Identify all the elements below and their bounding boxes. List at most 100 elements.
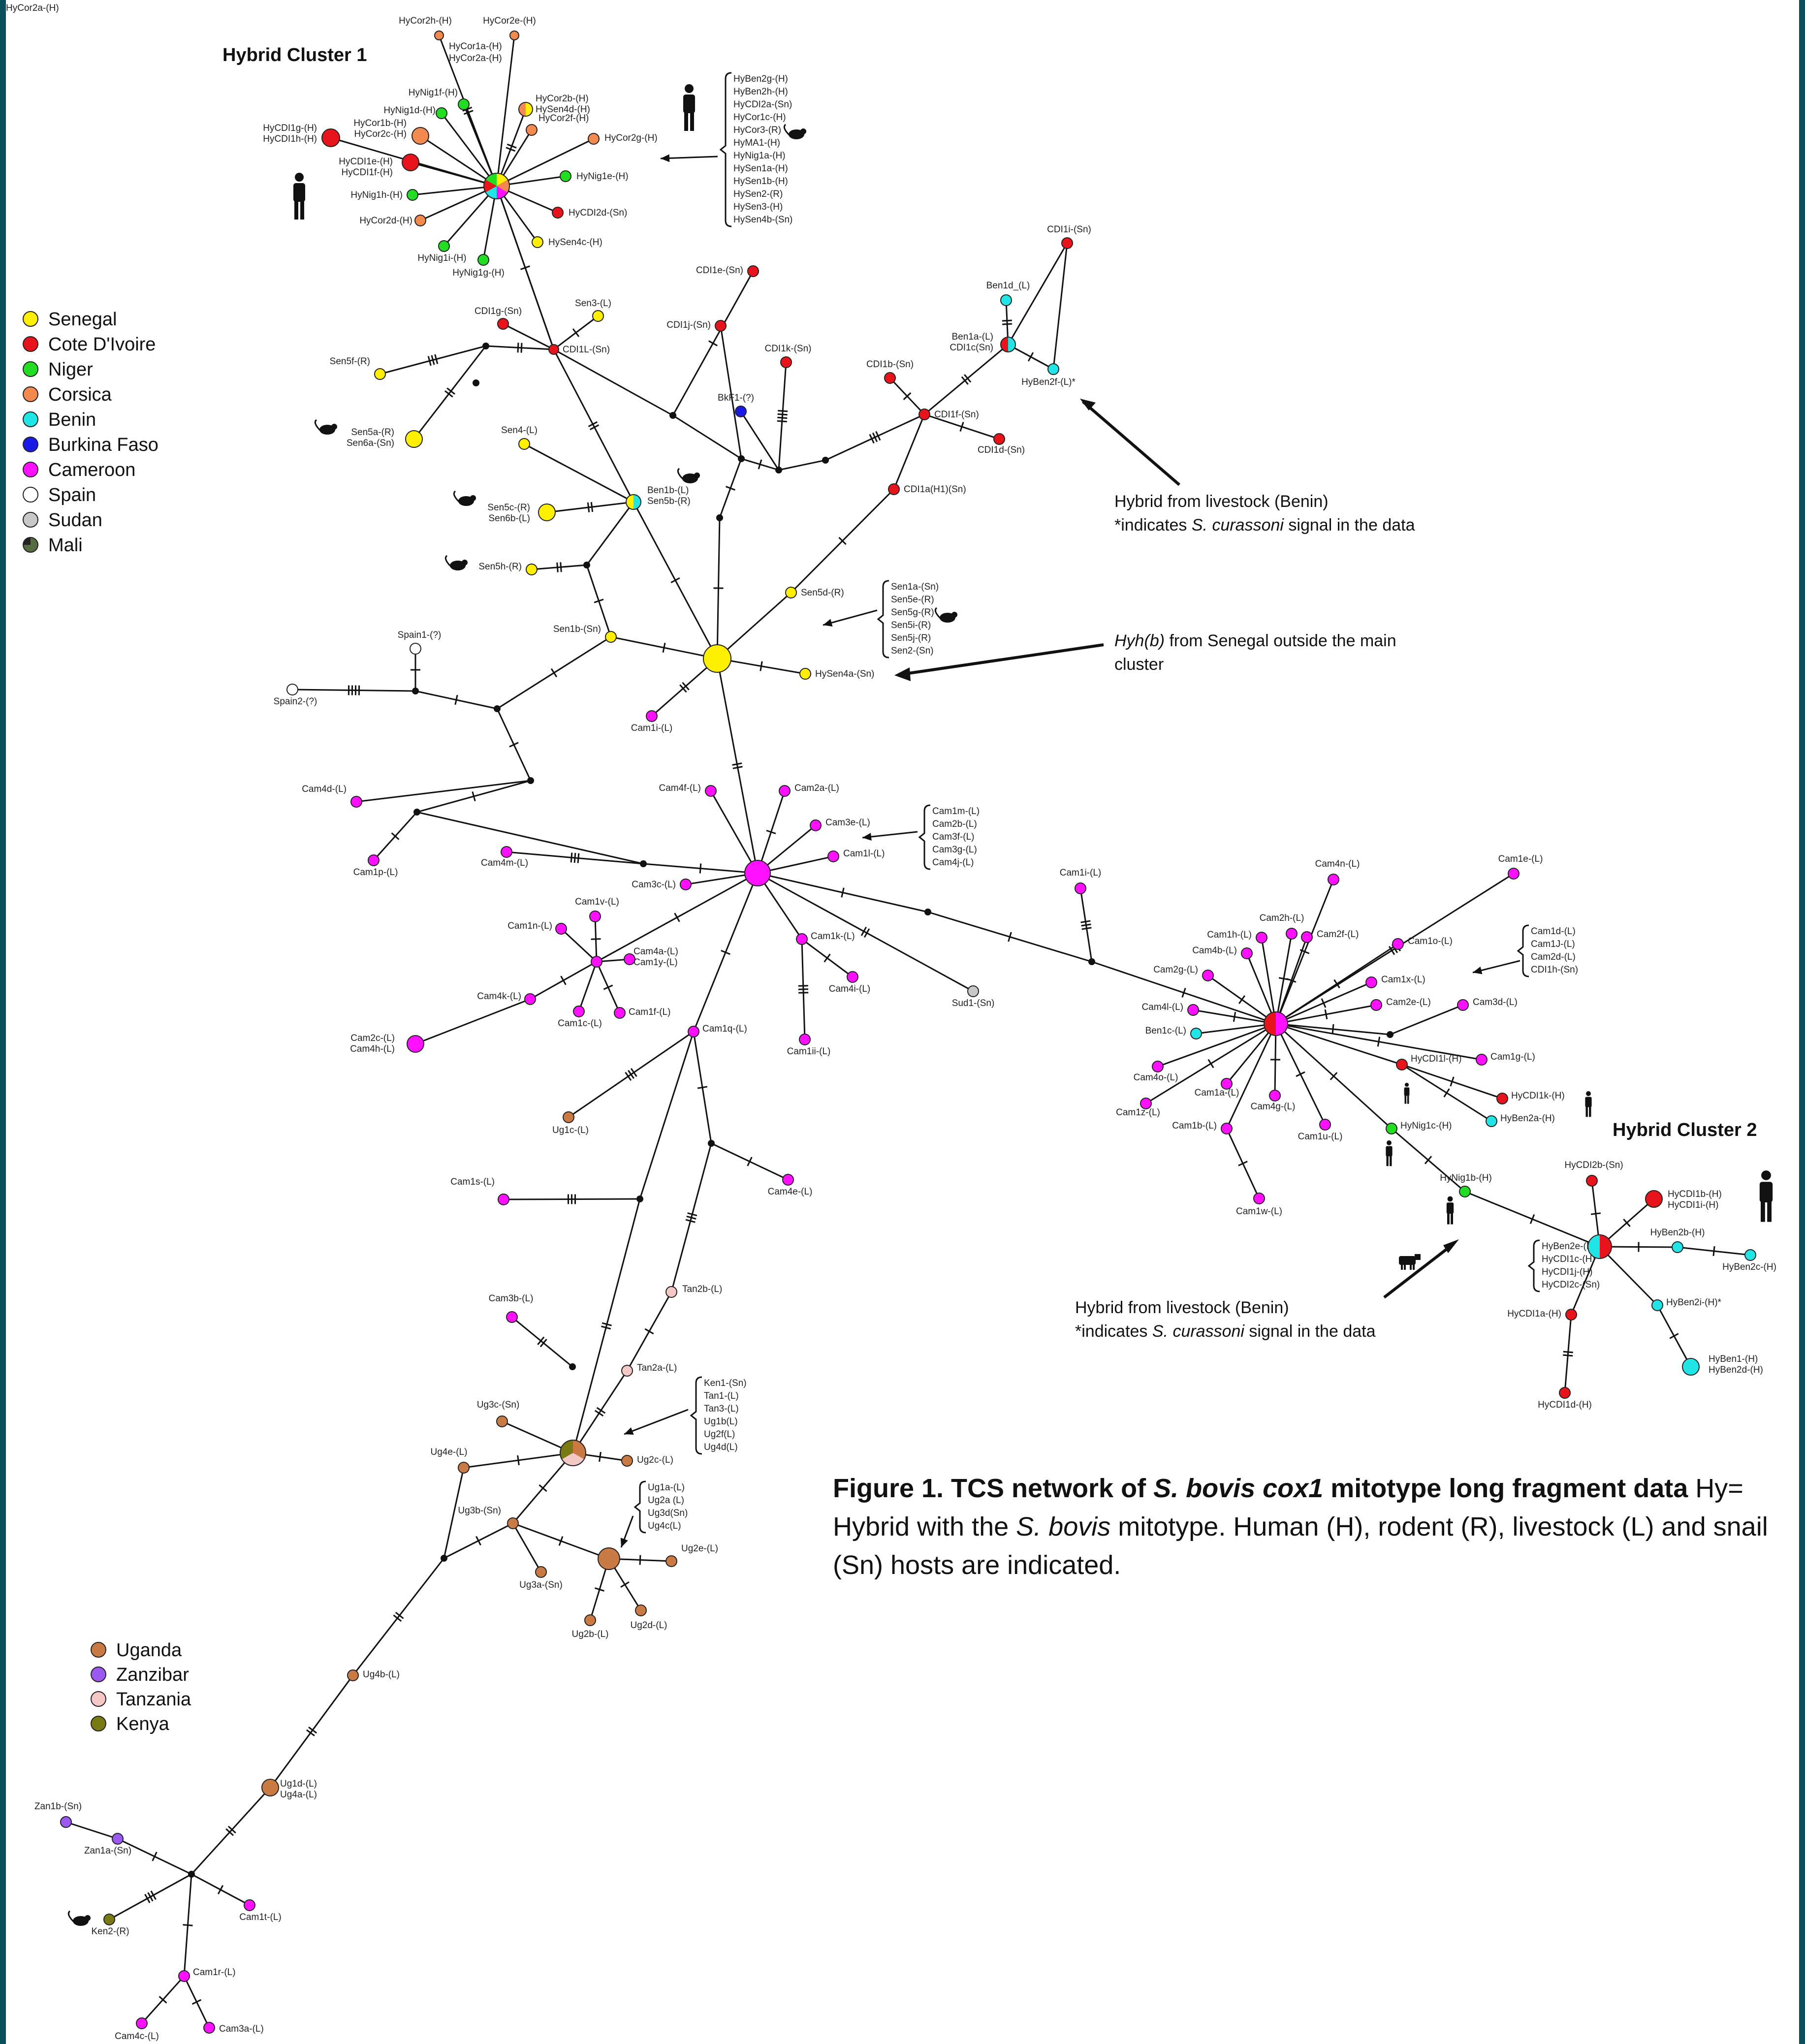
node-label: HyNig1g-(H) <box>452 268 505 278</box>
node-label: Cam1u-(L) <box>1298 1132 1343 1142</box>
mutation-tick <box>732 762 742 766</box>
network-edge <box>1226 1023 1277 1084</box>
haplotype-node <box>1508 868 1520 880</box>
network-edge <box>352 1558 445 1676</box>
haplotype-node <box>526 124 538 136</box>
haplotype-node <box>410 643 421 655</box>
bracket-item-label: Cam3g-(L) <box>932 845 977 855</box>
node-label: Cam1i-(L) <box>631 723 672 733</box>
mutation-tick <box>875 431 881 441</box>
node-label: HyCor1a-(H) <box>449 41 502 52</box>
mutation-tick <box>509 742 519 748</box>
node-label: HySen4c-(H) <box>548 237 602 248</box>
node-label: CDI1c(Sn) <box>950 343 993 353</box>
hybrid-cluster-2-heading: Hybrid Cluster 2 <box>1613 1120 1757 1140</box>
node-label: HyCor2a-(H) <box>449 53 502 63</box>
haplotype-node <box>509 31 519 40</box>
node-label: Cam4h-(L) <box>350 1044 395 1054</box>
node-label: HyBen2d-(H) <box>1709 1365 1763 1375</box>
network-edge <box>1196 1023 1276 1035</box>
mutation-tick <box>599 1451 602 1462</box>
node-label: HyBen1-(H) <box>1709 1354 1758 1364</box>
haplotype-node <box>605 631 617 643</box>
network-edge <box>1007 243 1068 345</box>
node-label: Cam4l-(L) <box>1142 1002 1183 1012</box>
haplotype-node <box>1486 1115 1497 1127</box>
mutation-tick <box>1563 1354 1573 1357</box>
bracket-item-label: Sen5g-(R) <box>891 607 934 618</box>
node-label: Cam4i-(L) <box>829 984 870 994</box>
node-label: Ben1a-(L) <box>952 332 994 342</box>
node-label: HyCDI1e-(H) <box>339 157 393 167</box>
network-edge <box>639 1031 695 1199</box>
rodent-host-icon <box>67 1910 91 1926</box>
node-label: Cam1s-(L) <box>450 1177 495 1187</box>
rodent-host-icon <box>677 468 700 483</box>
mutation-tick <box>760 661 763 671</box>
median-vector-node <box>822 457 829 464</box>
node-label: HyBen2a-(H) <box>1500 1113 1555 1124</box>
haplotype-node <box>1672 1241 1683 1253</box>
node-label: Cam3a-(L) <box>219 2024 264 2034</box>
mutation-tick <box>1080 920 1091 923</box>
node-label: HyCDI1h-(H) <box>263 134 317 144</box>
network-edge <box>740 411 780 471</box>
node-label: HyCor2a-(H) <box>6 3 59 13</box>
mutation-tick <box>602 1322 612 1326</box>
mutation-tick <box>1669 1333 1679 1339</box>
haplotype-node <box>407 189 418 201</box>
network-edge <box>463 104 498 187</box>
node-label: Cam1i-(L) <box>1060 868 1101 878</box>
network-edge <box>531 564 587 570</box>
mutation-tick <box>1623 1219 1631 1227</box>
haplotype-node <box>646 710 658 722</box>
group-bracket <box>1517 924 1529 977</box>
group-arrow <box>624 1409 689 1435</box>
node-label: Cam2g-(L) <box>1153 965 1198 975</box>
mutation-tick <box>903 392 912 400</box>
mutation-tick <box>838 536 847 545</box>
pie-slice <box>633 495 641 509</box>
haplotype-node <box>1190 1028 1202 1039</box>
haplotype-node <box>735 406 747 417</box>
network-nodes <box>60 31 1756 2034</box>
pie-slice <box>497 180 510 192</box>
mutation-tick <box>227 1825 236 1834</box>
arrow-head-icon <box>862 833 872 841</box>
mutation-tick <box>217 1885 224 1895</box>
node-label: Spain1-(?) <box>398 630 442 640</box>
mutation-tick <box>427 356 432 366</box>
bracket-item-label: Sen5e-(R) <box>891 595 934 605</box>
haplotype-node <box>526 564 538 575</box>
node-label: Cam1c-(L) <box>558 1018 602 1029</box>
legend-swatch <box>91 1642 106 1658</box>
mutation-tick <box>1008 932 1012 942</box>
pie-outline <box>1264 1011 1288 1036</box>
mutation-tick <box>1377 1037 1381 1047</box>
mutation-tick <box>625 1071 632 1081</box>
mutation-tick <box>686 1215 697 1220</box>
node-label: HyCDI1i-(H) <box>1668 1200 1718 1210</box>
annotation-livestock-benin-1: Hybrid from livestock (Benin) *indicates… <box>1080 399 1415 535</box>
annotation-text: cluster <box>1114 655 1164 674</box>
mutation-tick <box>577 853 580 863</box>
annotation-text: Hyh(b) from Senegal outside the main <box>1114 631 1396 650</box>
mutation-tick <box>539 1339 547 1348</box>
node-label: Ug2b-(L) <box>572 1629 609 1639</box>
network-edge <box>924 344 1009 415</box>
mutation-tick <box>1324 1009 1328 1020</box>
haplotype-node <box>402 154 419 171</box>
node-label: Ug3c-(Sn) <box>477 1400 520 1410</box>
mutation-tick <box>537 1336 545 1345</box>
network-edge <box>512 1523 542 1572</box>
mutation-tick <box>721 949 730 955</box>
haplotype-node <box>680 879 692 890</box>
mutation-tick <box>462 106 473 112</box>
legend-label: Senegal <box>48 309 117 330</box>
network-edge <box>503 323 554 350</box>
legend-swatch <box>23 336 38 352</box>
human-host-icon <box>1386 1140 1393 1166</box>
haplotype-node <box>286 684 298 695</box>
mutation-tick <box>747 1157 753 1166</box>
mutation-tick <box>594 1410 604 1417</box>
